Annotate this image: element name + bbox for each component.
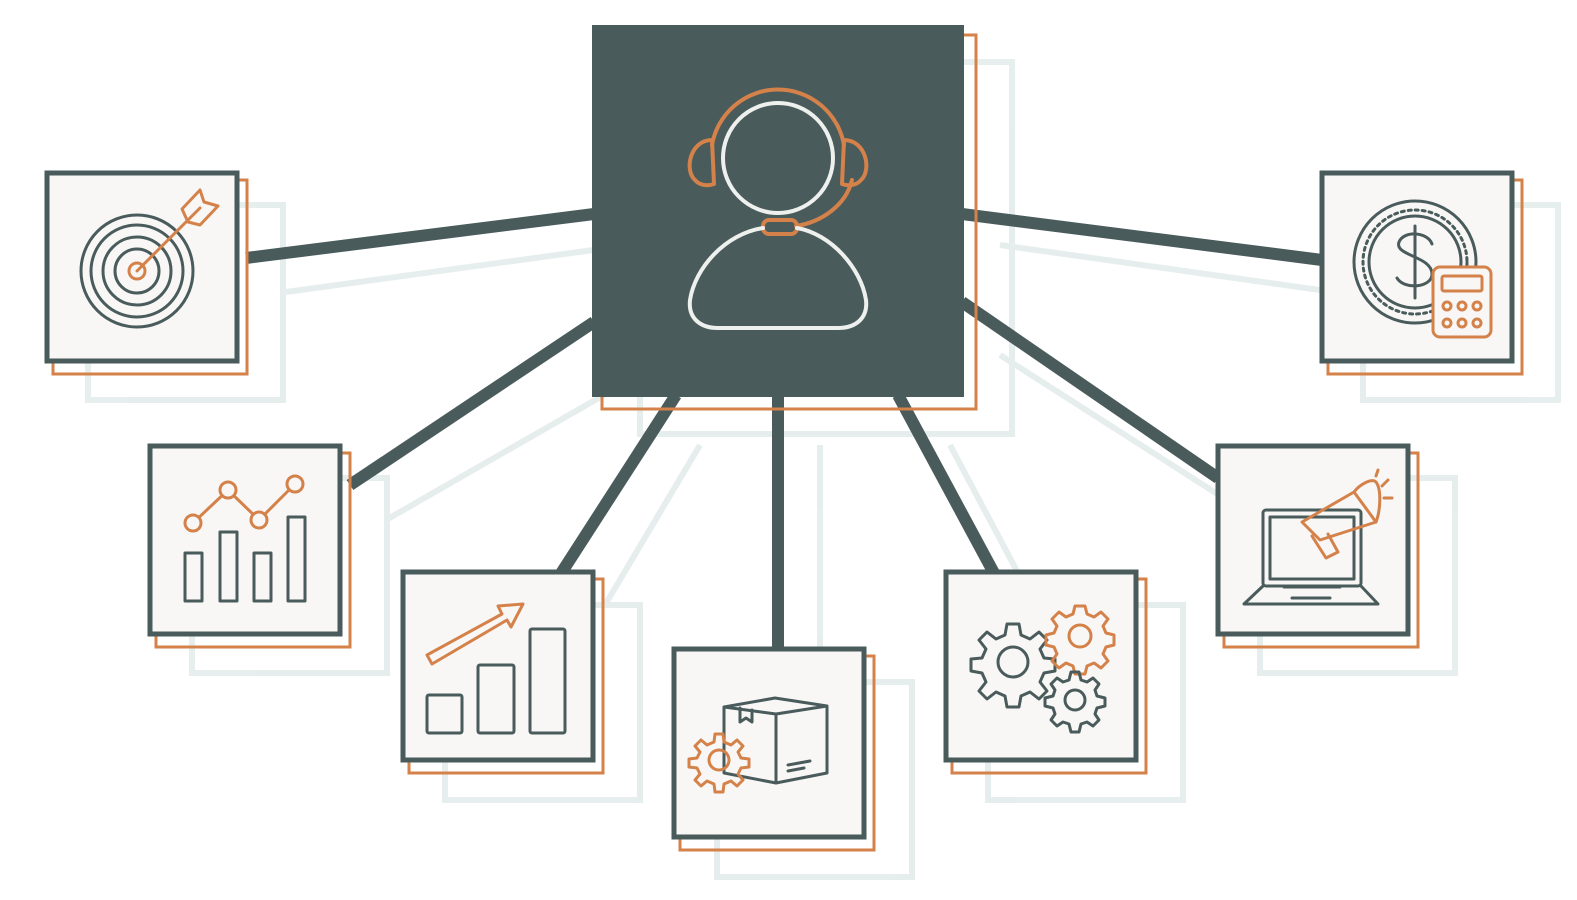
node-marketing — [1215, 443, 1420, 649]
growth-bars-arrow-icon — [425, 602, 567, 735]
node-target — [44, 170, 249, 376]
customer-support-headset-icon — [687, 87, 869, 330]
bar-line-chart-icon — [183, 474, 307, 603]
megaphone-icon — [1300, 468, 1394, 560]
node-growth — [400, 569, 605, 775]
connector-target — [245, 208, 595, 264]
coin-icon — [1352, 199, 1478, 325]
node-finance — [1319, 170, 1524, 376]
small-gear-icon — [1043, 670, 1107, 734]
connector-operations — [892, 392, 1001, 578]
orange-gear-icon — [1044, 604, 1116, 676]
connector-growth — [554, 391, 682, 579]
box-gear-icon — [687, 696, 829, 794]
node-analytics — [147, 443, 352, 649]
node-product — [671, 646, 876, 852]
coin-calculator-icon — [1352, 199, 1493, 339]
hub-box — [592, 25, 978, 411]
gear-icon — [687, 732, 751, 794]
calculator-icon — [1431, 265, 1493, 339]
connector-analytics — [346, 317, 598, 490]
node-operations — [943, 569, 1148, 775]
target-arrow-icon — [79, 188, 220, 329]
connector-marketing — [958, 297, 1222, 483]
laptop-megaphone-icon — [1242, 468, 1394, 606]
gears-icon — [969, 604, 1116, 734]
connector-finance — [961, 208, 1323, 266]
connector-lines — [245, 208, 1323, 650]
